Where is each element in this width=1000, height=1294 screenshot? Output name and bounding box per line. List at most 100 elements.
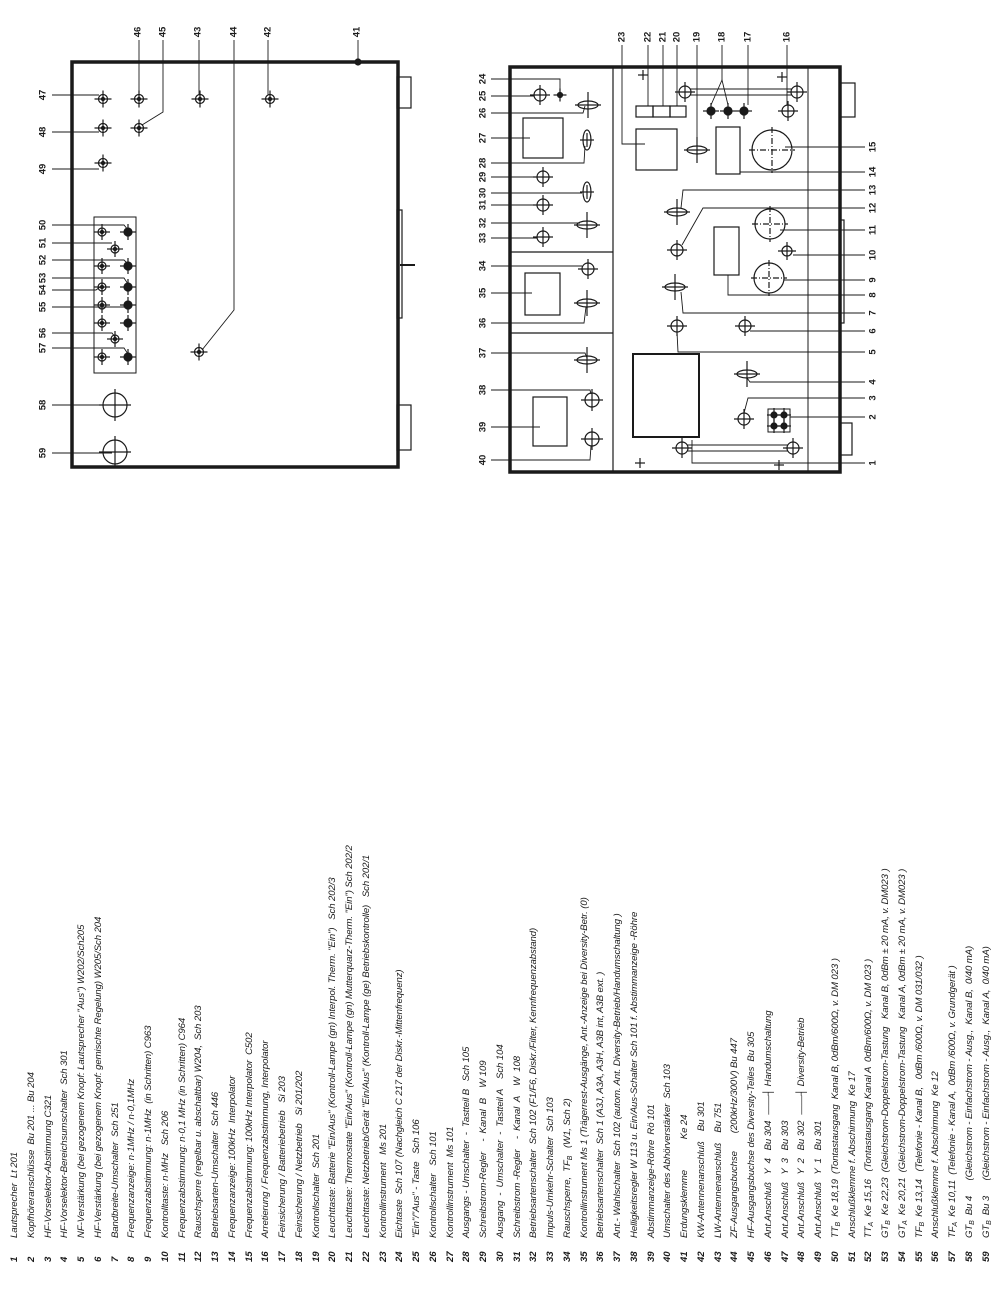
callout-number-4: 4 bbox=[868, 379, 879, 385]
item-number: 58 bbox=[963, 1251, 975, 1262]
callout-number-18: 18 bbox=[717, 32, 728, 43]
callout-number-41: 41 bbox=[352, 26, 363, 37]
legend-item: 42 KW-Antennenanschluß Bu 301 bbox=[694, 832, 711, 1262]
legend-item: 59GTB Bu 3 (Gleichstrom - Einfachstrom -… bbox=[979, 832, 996, 1262]
item-number: 14 bbox=[226, 1251, 238, 1262]
knob bbox=[581, 428, 603, 450]
item-text: Abstimmanzeige-Röhre Rö 101 bbox=[645, 1104, 657, 1238]
item-number: 55 bbox=[913, 1251, 925, 1262]
item-number: 57 bbox=[947, 1251, 958, 1262]
item-number: 25 bbox=[411, 1251, 422, 1262]
item-number: 42 bbox=[695, 1251, 707, 1262]
item-number: 50 bbox=[829, 1251, 841, 1262]
legend-item: 6HF-Verstärkung (bei gezogenem Knopf: ge… bbox=[91, 832, 108, 1262]
callout-number-53: 53 bbox=[38, 273, 49, 284]
socket-jack bbox=[120, 279, 136, 295]
item-text: Frequenzabstimmung: n·0,1 MHz (in Schrit… bbox=[176, 1017, 188, 1238]
item-number: 39 bbox=[645, 1251, 657, 1262]
callout-number-21: 21 bbox=[658, 31, 669, 42]
item-number: 38 bbox=[628, 1251, 640, 1262]
leader-line bbox=[680, 189, 865, 209]
item-text: Betriebsarten-Umschalter Sch 446 bbox=[210, 1091, 221, 1238]
item-text: Ant.Anschluß Y 4 Bu 304 bbox=[762, 1120, 774, 1238]
screw-mark bbox=[635, 458, 645, 468]
callout-number-51: 51 bbox=[38, 237, 49, 248]
toggle-switch bbox=[664, 199, 690, 225]
toggle-switch bbox=[574, 212, 600, 238]
legend-item: 41Erdungsklemme Ke 24 bbox=[677, 832, 694, 1262]
leader-line bbox=[491, 306, 587, 324]
callout-number-35: 35 bbox=[478, 287, 489, 298]
item-text: Schreibstrom-Regler - Kanal B W 109 bbox=[478, 1060, 489, 1238]
item-number: 21 bbox=[344, 1251, 355, 1262]
item-text: Ke 10,11 (Telefonie - Kanal A, 0dBm /600… bbox=[947, 965, 958, 1222]
large-dial bbox=[749, 127, 795, 173]
knob bbox=[672, 438, 692, 458]
legend-item: 37Ant.- Wahlschalter Sch 102 (autom. Ant… bbox=[610, 832, 627, 1262]
callout-number-55: 55 bbox=[38, 301, 49, 312]
item-text: Feinsicherung / Netzbetrieb Si 201/202 bbox=[293, 1070, 305, 1238]
leader-line bbox=[491, 105, 586, 114]
callout-number-46: 46 bbox=[133, 27, 144, 38]
callout-number-10: 10 bbox=[868, 250, 879, 261]
legend-item: 17Feinsicherung / Batteriebetrieb Si 203 bbox=[275, 832, 292, 1262]
callout-number-13: 13 bbox=[868, 185, 879, 196]
panel-drawings: 1234567891011121314151617181920212223242… bbox=[38, 26, 879, 474]
callout-number-22: 22 bbox=[643, 32, 654, 43]
legend-item: 58GTB Bu 4 (Gleichstrom - Einfachstrom -… bbox=[962, 832, 979, 1262]
item-number: 18 bbox=[293, 1251, 305, 1262]
toggle-switch bbox=[574, 290, 600, 316]
legend-item: 46Ant.Anschluß Y 4 Bu 304——┤ Handumschal… bbox=[761, 832, 778, 1262]
item-text: Rauschsperre, bbox=[561, 1171, 573, 1238]
item-text: Anschlußklemme f. Abschirmung Ke 12 bbox=[930, 1071, 942, 1238]
item-text: Frequenzabstimmung: n·1MHz (in Schritten… bbox=[143, 1025, 154, 1238]
item-text: "Ein"/"Aus" - Taste Sch 106 bbox=[411, 1119, 422, 1238]
item-symbol: TF bbox=[947, 1226, 958, 1238]
callout-number-48: 48 bbox=[38, 127, 49, 138]
item-number: 30 bbox=[494, 1251, 506, 1262]
callout-number-26: 26 bbox=[478, 108, 489, 119]
socket-jack bbox=[94, 279, 110, 295]
callout-number-45: 45 bbox=[158, 26, 169, 37]
socket-jack bbox=[94, 224, 110, 240]
callout-number-57: 57 bbox=[38, 343, 49, 354]
legend-item: 47Ant.Anschluß Y 3 Bu 303 bbox=[778, 832, 795, 1262]
leader-line bbox=[491, 389, 592, 395]
item-number: 13 bbox=[210, 1251, 221, 1262]
item-symbol: GT bbox=[880, 1224, 891, 1238]
item-number: 1 bbox=[9, 1256, 20, 1262]
legend-item: 18 Feinsicherung / Netzbetrieb Si 201/202 bbox=[292, 832, 309, 1262]
item-number: 32 bbox=[528, 1251, 540, 1262]
item-text: Leuchttaste: Batterie "Ein/Aus" (Kontrol… bbox=[327, 877, 339, 1239]
item-text: Kontrollinstrument Ms 101 bbox=[444, 1126, 456, 1238]
callout-number-29: 29 bbox=[478, 172, 489, 183]
callout-number-49: 49 bbox=[38, 164, 49, 175]
item-symbol-subscript: B bbox=[834, 1221, 842, 1227]
legend-item: 43LW-Antennenanschluß Bu 751 bbox=[711, 832, 728, 1262]
item-number: 31 bbox=[511, 1251, 523, 1262]
legend-item: 12Rauschsperre (regelbar u. abschaltbar)… bbox=[191, 832, 208, 1262]
item-text: Betriebsartenschalter Sch 102 (F1/F6, Di… bbox=[528, 927, 540, 1238]
item-text: Kontrollinstrument Ms 201 bbox=[377, 1123, 389, 1238]
item-text: Ke 20,21 (Gleichstrom-Doppelstrom-Tastun… bbox=[896, 868, 908, 1221]
item-text: Bu 4 (Gleichstrom - Einfachstrom - Ausg.… bbox=[963, 945, 975, 1221]
item-number: 54 bbox=[896, 1251, 908, 1262]
item-text: KW-Antennenanschluß Bu 301 bbox=[695, 1101, 707, 1238]
large-dial bbox=[751, 260, 787, 296]
leader-line bbox=[52, 277, 129, 285]
callout-number-33: 33 bbox=[478, 233, 489, 244]
leader-line bbox=[743, 397, 865, 414]
legend-item: 53GTB Ke 22,23 (Gleichstrom-Doppelstrom-… bbox=[878, 832, 895, 1262]
item-text: LW-Antennenanschluß Bu 751 bbox=[712, 1102, 724, 1238]
item-text: Frequenzanzeige: n·1MHz / n·0,1MHz bbox=[126, 1078, 138, 1238]
item-symbol: GT bbox=[980, 1224, 992, 1238]
screw-mark bbox=[638, 70, 648, 80]
side-rail bbox=[839, 219, 845, 324]
socket-jack bbox=[736, 103, 752, 119]
screw-mark bbox=[777, 72, 787, 82]
socket-jack bbox=[94, 349, 110, 365]
legend-item: 31Schreibstrom -Regler - Kanal A W 108 bbox=[510, 832, 527, 1262]
socket-jack bbox=[120, 224, 136, 240]
knob bbox=[783, 438, 803, 458]
legend-item: 11Frequenzabstimmung: n·0,1 MHz (in Schr… bbox=[175, 832, 192, 1262]
